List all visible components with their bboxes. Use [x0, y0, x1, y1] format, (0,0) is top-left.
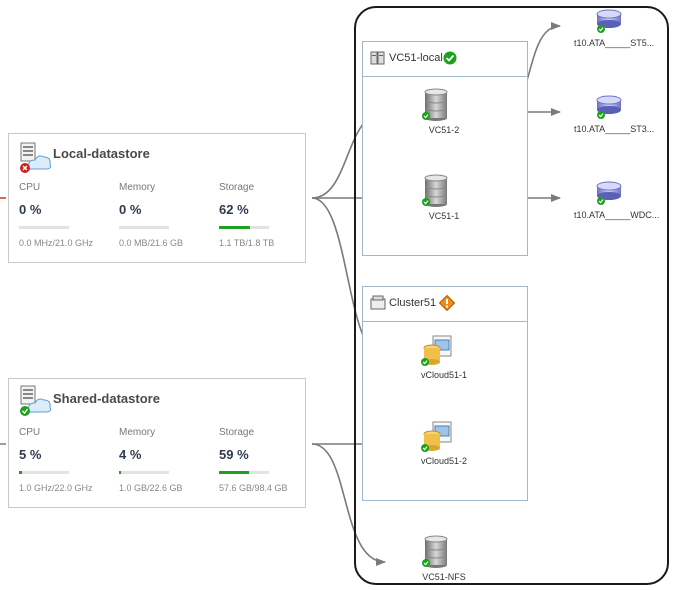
- cpu-bar: [19, 226, 69, 229]
- memory-value: 4 %: [119, 447, 142, 462]
- memory-bar: [119, 226, 169, 229]
- host-node[interactable]: [410, 420, 470, 470]
- group-title: VC51-local: [389, 52, 443, 64]
- disk-label: t10.ATA_____ST3...: [574, 124, 655, 134]
- storage-bar: [219, 471, 269, 474]
- disk-icon: [596, 181, 622, 205]
- group-header: Cluster51: [363, 287, 527, 322]
- host-label: VC51-NFS: [422, 572, 466, 582]
- storage-bar-fill: [219, 226, 250, 229]
- disk-node[interactable]: [590, 94, 630, 122]
- memory-detail: 1.0 GB/22.6 GB: [119, 483, 183, 493]
- group-vc51-local[interactable]: VC51-local: [362, 41, 528, 256]
- ok-status-icon: [422, 559, 430, 567]
- server-icon: [422, 174, 448, 207]
- storage-value: 59 %: [219, 447, 249, 462]
- memory-label: Memory: [119, 182, 156, 193]
- host-group-icon: [370, 51, 385, 65]
- storage-bar-fill: [219, 471, 249, 474]
- group-header: VC51-local: [363, 42, 527, 77]
- cpu-value: 0 %: [19, 202, 42, 217]
- datastore-name: Local-datastore: [53, 146, 150, 161]
- cpu-detail: 1.0 GHz/22.0 GHz: [19, 483, 93, 493]
- ok-status-icon: [597, 25, 605, 33]
- host-node[interactable]: [410, 174, 470, 224]
- disk-icon: [596, 95, 622, 119]
- datastore-card-local[interactable]: Local-datastore CPU 0 % 0.0 MHz/21.0 GHz…: [8, 133, 306, 263]
- host-label: vCloud51-1: [420, 370, 468, 380]
- storage-label: Storage: [219, 182, 255, 193]
- vapp-icon: [421, 421, 452, 452]
- disk-node[interactable]: [590, 8, 630, 36]
- memory-bar-fill: [119, 471, 121, 474]
- group-title: Cluster51: [389, 297, 437, 309]
- cpu-value: 5 %: [19, 447, 42, 462]
- ok-status-icon: [597, 111, 605, 119]
- group-cluster51[interactable]: Cluster51: [362, 286, 528, 501]
- datastore-cloud-icon: [20, 385, 51, 416]
- storage-detail: 1.1 TB/1.8 TB: [219, 238, 275, 248]
- host-node[interactable]: [410, 535, 470, 585]
- memory-bar: [119, 471, 169, 474]
- warning-status-icon: [439, 295, 455, 311]
- datastore-cloud-icon: [20, 142, 51, 173]
- ok-status-icon: [597, 197, 605, 205]
- memory-value: 0 %: [119, 202, 142, 217]
- vapp-icon: [421, 335, 452, 366]
- memory-label: Memory: [119, 427, 156, 438]
- server-icon: [422, 88, 448, 121]
- cpu-bar-fill: [19, 471, 22, 474]
- cpu-bar: [19, 471, 69, 474]
- ok-status-icon: [422, 112, 430, 120]
- ok-status-icon: [421, 444, 429, 452]
- cpu-label: CPU: [19, 182, 41, 193]
- cpu-detail: 0.0 MHz/21.0 GHz: [19, 238, 94, 248]
- storage-detail: 57.6 GB/98.4 GB: [219, 483, 288, 493]
- disk-icon: [596, 9, 622, 33]
- server-icon: [422, 535, 448, 568]
- host-node[interactable]: [410, 334, 470, 384]
- storage-bar: [219, 226, 269, 229]
- datastore-name: Shared-datastore: [53, 391, 160, 406]
- ok-status-icon: [422, 198, 430, 206]
- disk-label: t10.ATA_____ST5...: [574, 38, 655, 48]
- host-label: vCloud51-2: [420, 456, 468, 466]
- ok-status-icon: [20, 406, 30, 416]
- disk-label: t10.ATA_____WDC...: [574, 210, 660, 220]
- cluster-icon: [370, 295, 386, 310]
- ok-status-icon: [443, 51, 457, 65]
- disk-node[interactable]: [590, 180, 630, 208]
- host-node[interactable]: [410, 88, 470, 138]
- cpu-label: CPU: [19, 427, 41, 438]
- storage-value: 62 %: [219, 202, 249, 217]
- ok-status-icon: [421, 358, 429, 366]
- host-label: VC51-1: [428, 211, 460, 221]
- storage-label: Storage: [219, 427, 255, 438]
- host-label: VC51-2: [428, 125, 460, 135]
- resource-container: [354, 6, 669, 585]
- memory-detail: 0.0 MB/21.6 GB: [119, 238, 184, 248]
- datastore-card-shared[interactable]: Shared-datastore CPU 5 % 1.0 GHz/22.0 GH…: [8, 378, 306, 508]
- connector-shared-vc51-nfs: [311, 443, 386, 566]
